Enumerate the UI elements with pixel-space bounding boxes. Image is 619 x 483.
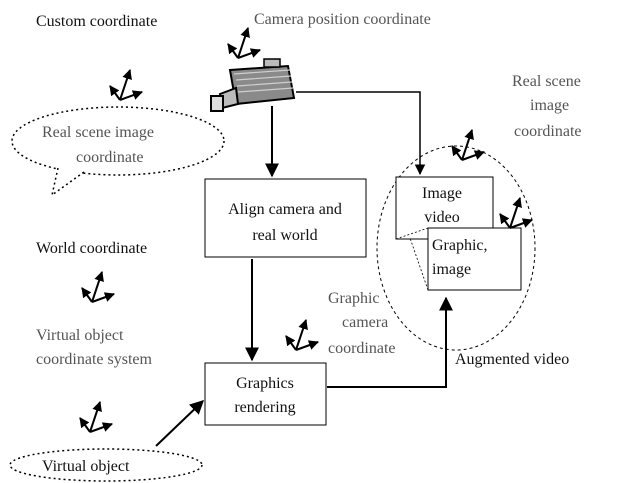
graphic-image-frame: Graphic, image — [395, 227, 522, 291]
real-scene-axes-icon — [452, 130, 484, 160]
graphics-rendering-line1: Graphics — [236, 375, 294, 392]
graphics-rendering-box: Graphics rendering — [204, 362, 327, 426]
graphic-image-line1: Graphic, — [432, 237, 488, 254]
virtual-object-axes-icon — [80, 402, 112, 432]
real-scene-image-coordinate-ellipse — [376, 145, 536, 351]
video-camera-icon — [210, 58, 296, 112]
align-box-line2: real world — [252, 227, 317, 244]
real-scene-right-line3: coordinate — [514, 123, 582, 140]
real-scene-image-coordinate-cloud: Real scene image coordinate — [11, 106, 225, 197]
virtual-object-coord-line2: coordinate system — [36, 351, 153, 368]
align-camera-box: Align camera and real world — [204, 178, 367, 258]
virtual-object-cloud: Virtual object — [9, 448, 203, 482]
world-coordinate-label: World coordinate — [36, 240, 147, 257]
custom-coordinate-axes-icon — [110, 70, 142, 100]
real-scene-image-coordinate-left-line1: Real scene image — [42, 124, 154, 141]
camera-position-axes-icon — [228, 28, 260, 58]
world-coordinate-axes-icon — [82, 272, 114, 302]
real-scene-image-coordinate-left-line2: coordinate — [76, 149, 144, 166]
augmented-video-label: Augmented video — [455, 351, 569, 368]
custom-coordinate-label: Custom coordinate — [36, 13, 157, 30]
virtual-object-to-rendering-arrow — [155, 400, 205, 447]
graphic-image-line2: image — [432, 261, 471, 278]
graphics-rendering-line2: rendering — [234, 399, 295, 416]
virtual-object-coord-line1: Virtual object — [36, 327, 124, 344]
graphic-camera-axes-icon — [286, 320, 318, 350]
real-scene-right-line1: Real scene — [512, 73, 581, 90]
virtual-object-label: Virtual object — [42, 458, 130, 475]
real-scene-right-line2: image — [530, 97, 569, 114]
graphic-camera-coord-line2: camera — [342, 314, 388, 331]
graphic-camera-coord-line1: Graphic — [328, 290, 380, 307]
align-box-line1: Align camera and — [228, 201, 342, 218]
image-video-line2: video — [424, 209, 460, 226]
camera-to-image-video-arrow — [296, 91, 426, 176]
graphic-camera-coord-line3: coordinate — [328, 340, 396, 357]
image-video-line1: Image — [422, 185, 462, 202]
camera-position-coordinate-label: Camera position coordinate — [254, 11, 431, 28]
rendering-to-augmented-arrow — [327, 296, 453, 388]
